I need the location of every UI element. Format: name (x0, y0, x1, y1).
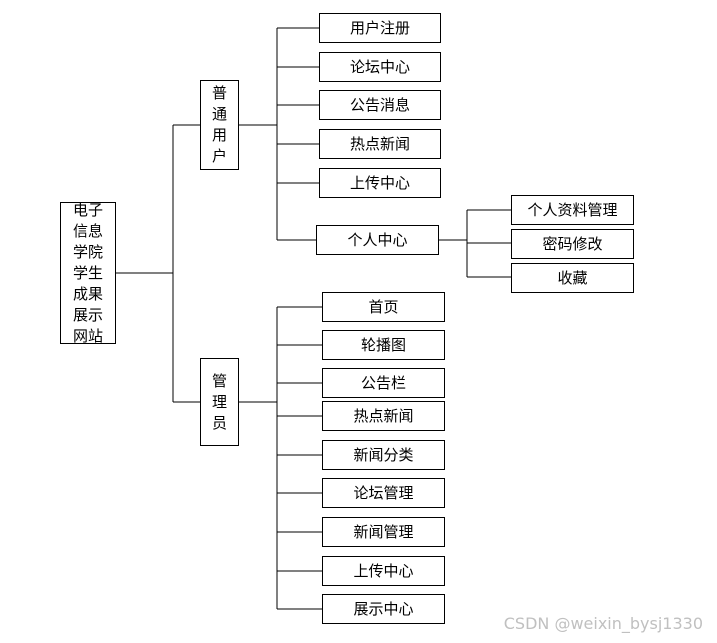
root-label-line: 学生 (72, 263, 103, 282)
user-item-node: 上传中心 (319, 168, 441, 198)
user-item-node: 公告消息 (319, 90, 441, 120)
admin-item-node: 公告栏 (322, 368, 445, 398)
personal-item-node: 个人资料管理 (511, 195, 634, 225)
admin-item-node: 展示中心 (322, 594, 445, 624)
personal-center-node: 个人中心 (316, 225, 439, 255)
root-label-line: 信息 (72, 221, 103, 240)
admin-item-node: 上传中心 (322, 556, 445, 586)
watermark: CSDN @weixin_bysj1330 (503, 614, 703, 633)
admin-node: 管 理 员 (200, 358, 239, 446)
root-label-line: 成果 (72, 284, 103, 303)
admin-label-line: 管 (211, 371, 227, 390)
user-item-node: 热点新闻 (319, 129, 441, 159)
personal-item-node: 密码修改 (511, 229, 634, 259)
admin-item-node: 首页 (322, 292, 445, 322)
admin-label-line: 理 (211, 392, 227, 411)
root-label-line: 学院 (72, 242, 103, 261)
admin-item-node: 热点新闻 (322, 401, 445, 431)
admin-item-node: 轮播图 (322, 330, 445, 360)
user-label-line: 普 (211, 84, 227, 102)
user-label-line: 通 (211, 105, 227, 123)
admin-item-node: 新闻管理 (322, 517, 445, 547)
root-node: 电子 信息 学院 学生 成果 展示 网站 (60, 200, 116, 345)
user-label-line: 户 (211, 147, 227, 165)
user-node: 普 通 用 户 (200, 80, 239, 170)
user-label-line: 用 (211, 126, 227, 144)
root-label-line: 展示 (72, 305, 103, 324)
user-item-node: 用户注册 (319, 13, 441, 43)
personal-item-node: 收藏 (511, 263, 634, 293)
admin-item-node: 论坛管理 (322, 478, 445, 508)
admin-label-line: 员 (211, 413, 227, 432)
root-label-line: 电子 (72, 200, 103, 219)
user-item-node: 论坛中心 (319, 52, 441, 82)
admin-item-node: 新闻分类 (322, 440, 445, 470)
root-label-line: 网站 (72, 326, 103, 345)
